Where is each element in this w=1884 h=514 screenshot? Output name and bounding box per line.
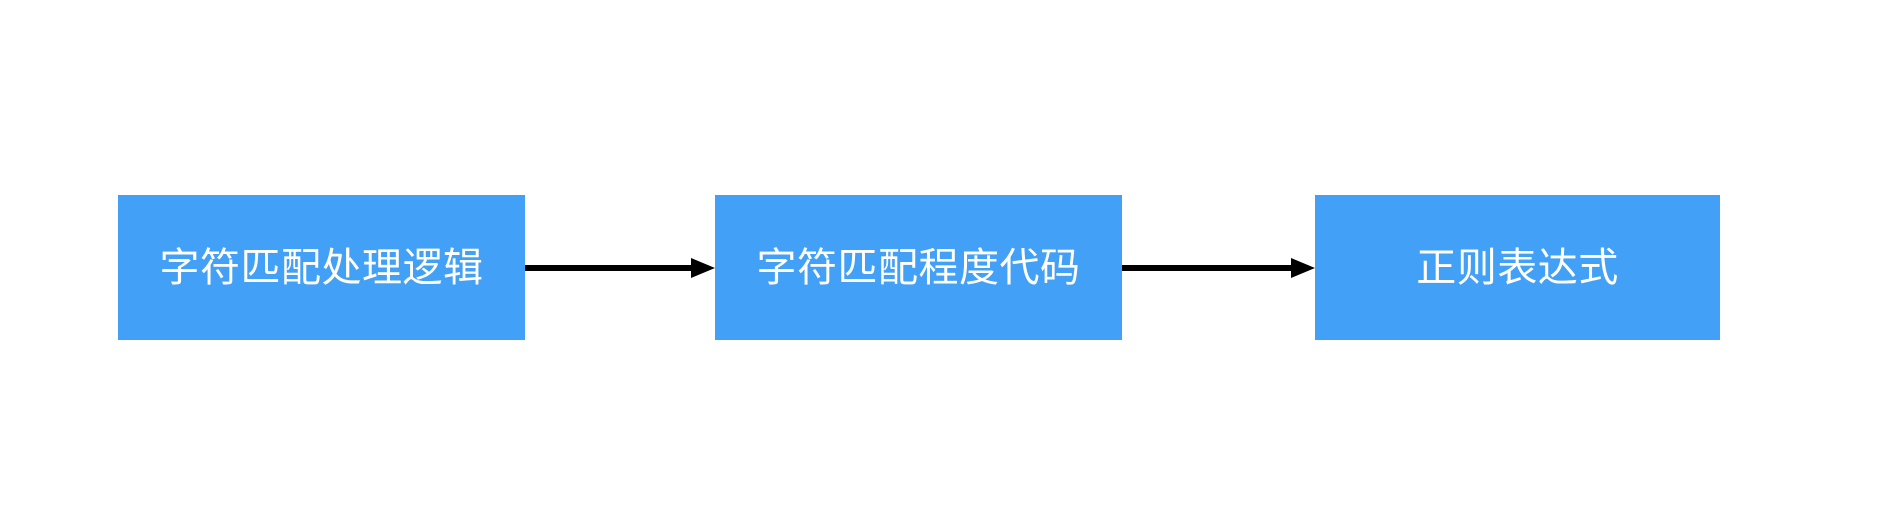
flow-node-1[interactable]: 字符匹配处理逻辑	[118, 195, 525, 340]
flow-node-3-label: 正则表达式	[1416, 245, 1619, 290]
arrowhead-icon	[691, 258, 715, 278]
edge-arrow-1-svg	[525, 258, 715, 278]
flow-node-1-label: 字符匹配处理逻辑	[159, 245, 484, 290]
edge-arrow-2-svg	[1122, 258, 1315, 278]
flow-node-3[interactable]: 正则表达式	[1315, 195, 1720, 340]
flow-node-2-label: 字符匹配程度代码	[756, 245, 1081, 290]
flow-node-2[interactable]: 字符匹配程度代码	[715, 195, 1122, 340]
arrowhead-icon	[1291, 258, 1315, 278]
